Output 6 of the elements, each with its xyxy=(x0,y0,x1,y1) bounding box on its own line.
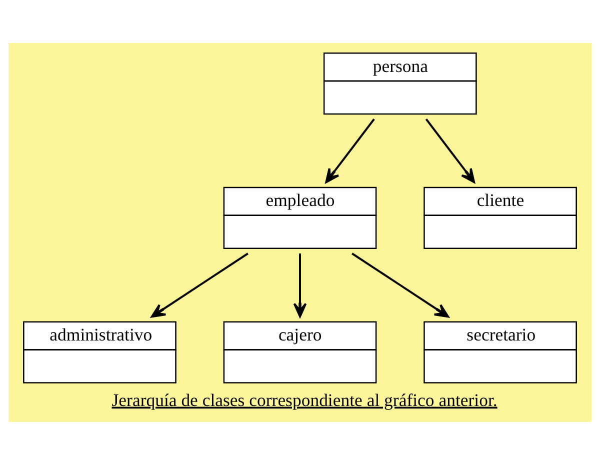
arrow xyxy=(352,252,450,318)
arrow xyxy=(293,252,307,317)
arrow xyxy=(150,252,248,318)
arrow xyxy=(425,118,476,183)
arrow xyxy=(325,118,375,183)
caption: Jerarquía de clases correspondiente al gráfico anterior. xyxy=(112,389,498,410)
